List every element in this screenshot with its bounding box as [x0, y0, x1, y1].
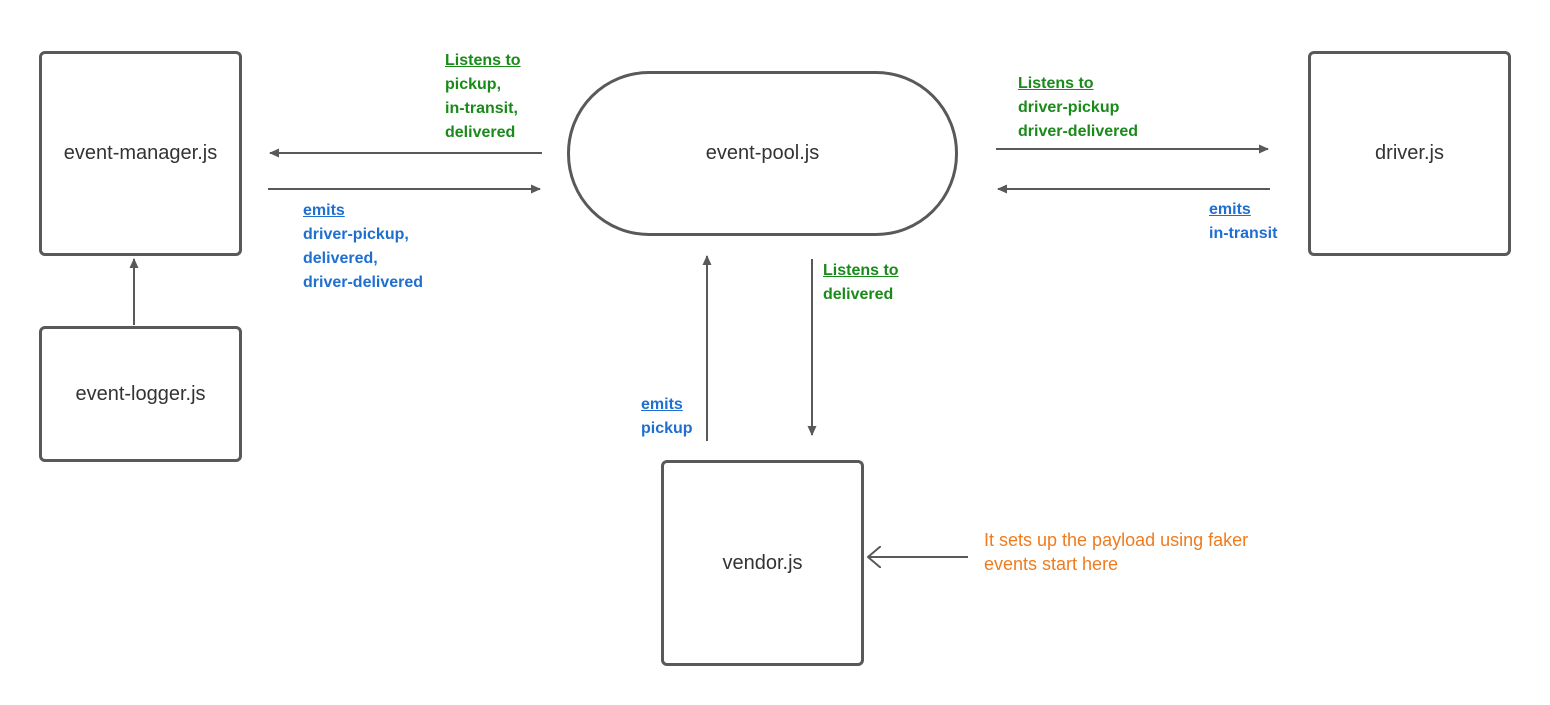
manager-listens-heading: Listens to [445, 52, 521, 69]
vendor-emits-label: emits pickup [641, 393, 693, 441]
event-manager-label: event-manager.js [63, 142, 218, 164]
vendor-emits-heading: emits [641, 396, 683, 413]
manager-emits-heading: emits [303, 202, 345, 219]
manager-listens-event: in-transit, [445, 100, 518, 117]
payload-note-line: It sets up the payload using faker [984, 530, 1249, 550]
payload-note: It sets up the payload using faker event… [984, 528, 1248, 576]
event-manager-node: event-manager.js [39, 51, 242, 256]
vendor-node: vendor.js [661, 460, 864, 666]
vendor-listens-event: delivered [823, 286, 894, 303]
manager-listens-event: pickup, [445, 76, 502, 93]
driver-node: driver.js [1308, 51, 1511, 256]
vendor-listens-label: Listens to delivered [823, 259, 899, 307]
driver-listens-event: driver-pickup [1018, 99, 1120, 116]
driver-listens-heading: Listens to [1018, 75, 1094, 92]
driver-emits-heading: emits [1209, 201, 1251, 218]
manager-emits-event: delivered, [303, 250, 378, 267]
driver-listens-label: Listens to driver-pickup driver-delivere… [1018, 72, 1138, 144]
manager-emits-event: driver-pickup, [303, 226, 409, 243]
vendor-listens-heading: Listens to [823, 262, 899, 279]
driver-emits-label: emits in-transit [1209, 198, 1277, 246]
event-logger-node: event-logger.js [39, 326, 242, 462]
manager-emits-event: driver-delivered [303, 274, 424, 291]
driver-listens-event: driver-delivered [1018, 123, 1139, 140]
event-logger-label: event-logger.js [75, 382, 206, 405]
manager-listens-label: Listens to pickup, in-transit, delivered [445, 49, 521, 145]
manager-listens-event: delivered [445, 124, 516, 141]
driver-emits-event: in-transit [1209, 225, 1278, 242]
vendor-label: vendor.js [722, 551, 803, 574]
payload-note-line: events start here [984, 554, 1119, 574]
driver-label: driver.js [1375, 142, 1444, 164]
event-pool-label: event-pool.js [705, 142, 820, 164]
manager-emits-label: emits driver-pickup, delivered, driver-d… [303, 199, 423, 295]
event-pool-node: event-pool.js [567, 71, 958, 236]
vendor-emits-event: pickup [641, 420, 693, 437]
